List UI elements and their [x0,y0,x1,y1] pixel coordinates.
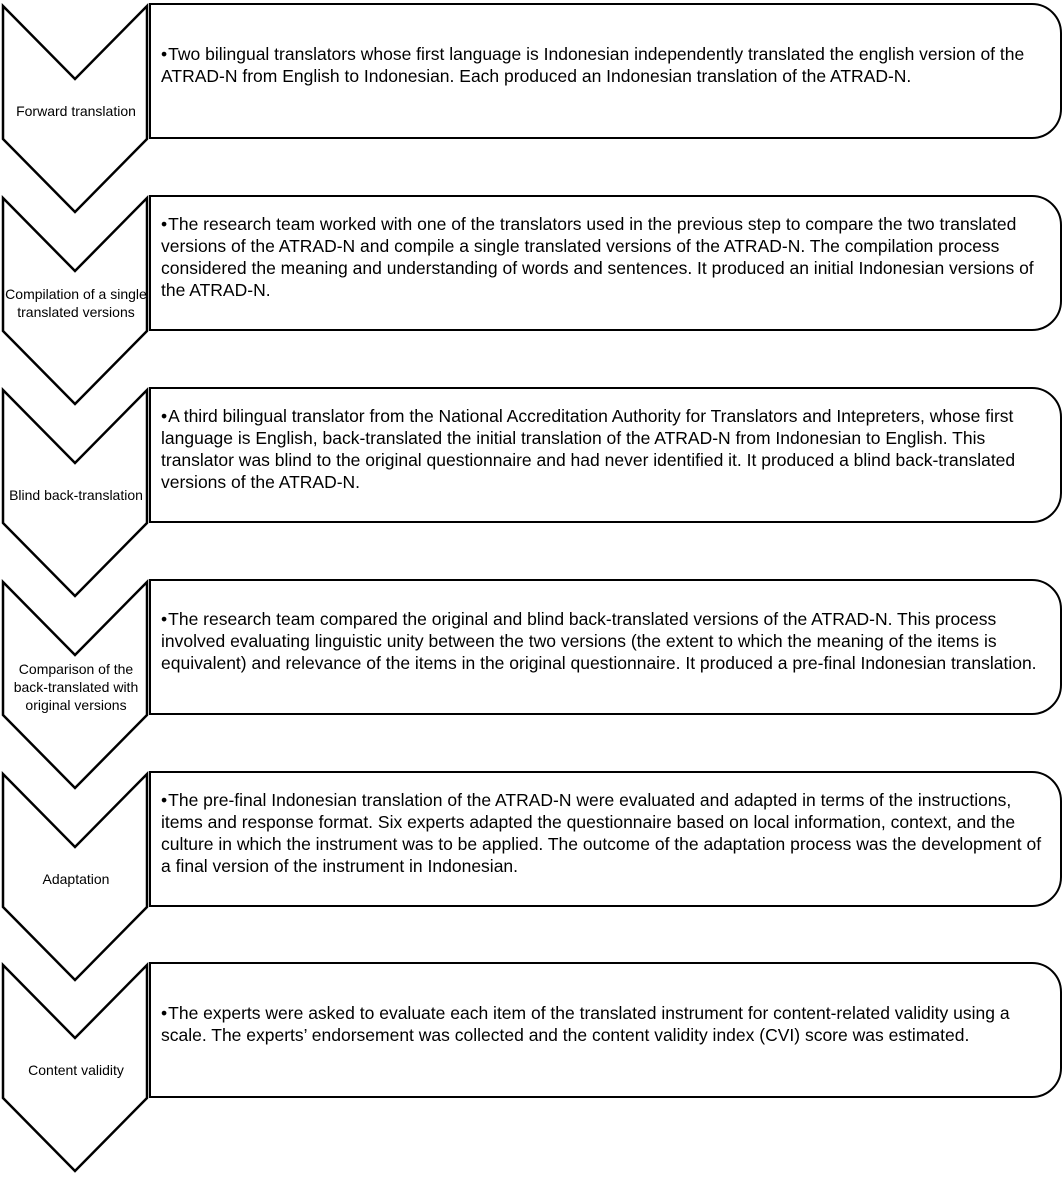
step-description-text: A third bilingual translator from the Na… [161,406,1016,492]
chevron-shape [1,770,149,982]
chevron-shape [1,386,149,598]
step-description: •The pre-final Indonesian translation of… [161,789,1050,877]
step-description-box: •The research team compared the original… [149,579,1062,715]
step-description: •A third bilingual translator from the N… [161,405,1050,493]
step-label: Adaptation [42,871,110,887]
step-forward-translation: Forward translation •Two bilingual trans… [0,2,1064,219]
step-label: Blind back-translation [9,487,143,503]
chevron-shape [1,194,149,406]
step-label: Content validity [28,1062,124,1078]
bullet-icon: • [161,1003,168,1023]
step-description-text: The research team worked with one of the… [161,214,1034,300]
step-description-box: •A third bilingual translator from the N… [149,387,1062,523]
bullet-icon: • [161,609,168,629]
step-description-box: •The experts were asked to evaluate each… [149,962,1062,1098]
step-description: •Two bilingual translators whose first l… [161,43,1050,87]
step-description-text: The experts were asked to evaluate each … [161,1003,1010,1045]
step-label: Compilation of a single translated versi… [5,286,147,320]
bullet-icon: • [161,44,168,64]
bullet-icon: • [161,406,168,426]
step-adaptation: Adaptation •The pre-final Indonesian tra… [0,770,1064,987]
bullet-icon: • [161,214,168,234]
step-label: Comparison of the back-translated with o… [13,661,139,713]
step-description-text: The pre-final Indonesian translation of … [161,790,1042,876]
step-description: •The research team compared the original… [161,608,1050,674]
bullet-icon: • [161,790,168,810]
step-description-text: Two bilingual translators whose first la… [161,44,1025,86]
chevron-shape [1,2,149,214]
step-description-box: •The research team worked with one of th… [149,195,1062,331]
step-description-text: The research team compared the original … [161,609,1037,673]
step-description-box: •The pre-final Indonesian translation of… [149,771,1062,907]
step-description-box: •Two bilingual translators whose first l… [149,3,1062,139]
chevron-shape [1,961,149,1173]
step-content-validity: Content validity •The experts were asked… [0,961,1064,1178]
chevron-shape [1,578,149,790]
step-blind-back-translation: Blind back-translation •A third bilingua… [0,386,1064,603]
step-comparison: Comparison of the back-translated with o… [0,578,1064,795]
step-description: •The experts were asked to evaluate each… [161,1002,1050,1046]
step-description: •The research team worked with one of th… [161,213,1050,301]
step-compilation: Compilation of a single translated versi… [0,194,1064,411]
step-label: Forward translation [16,103,136,119]
